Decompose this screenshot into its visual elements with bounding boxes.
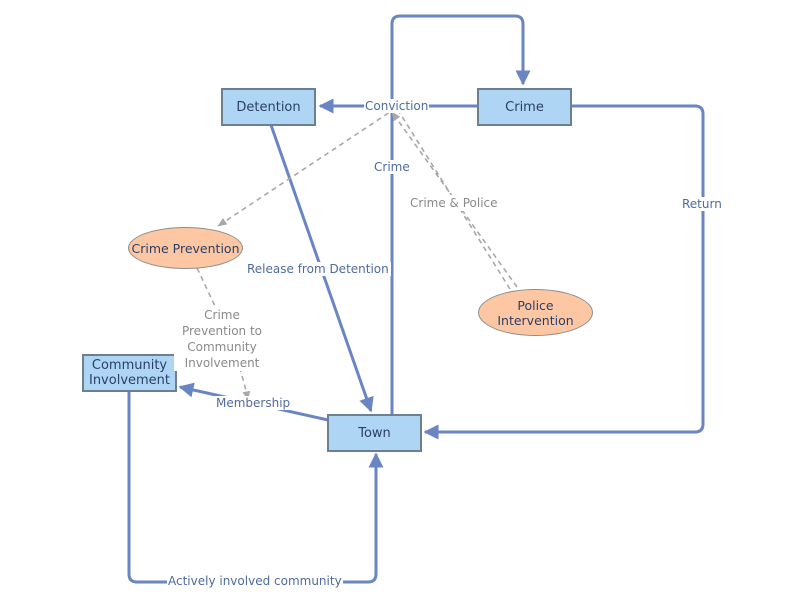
link-police-to-conviction-b: [397, 109, 511, 290]
variable-police-intervention[interactable]: Police Intervention: [478, 289, 593, 336]
link-prevention-to-membership: [196, 267, 251, 401]
variable-crime-prevention[interactable]: Crime Prevention: [128, 227, 243, 269]
variable-police-intervention-label: Police Intervention: [497, 297, 574, 328]
flow-return: [423, 104, 705, 440]
stock-crime[interactable]: Crime: [477, 88, 572, 126]
flow-label-active: Actively involved community: [167, 574, 343, 588]
stock-detention[interactable]: Detention: [221, 88, 316, 126]
stock-community-label: Community Involvement: [88, 358, 171, 388]
stock-town-label: Town: [358, 425, 391, 441]
link-label-crime-police: Crime & Police: [410, 195, 498, 211]
flow-label-release: Release from Detention: [246, 262, 391, 276]
flow-label-membership: Membership: [215, 396, 292, 410]
stock-detention-label: Detention: [236, 99, 301, 115]
flow-crime-loop: [390, 14, 531, 440]
variable-crime-prevention-label: Crime Prevention: [131, 240, 240, 256]
link-label-prevention-to-community: Crime Prevention to Community Involvemen…: [174, 307, 270, 371]
flow-label-crime: Crime: [373, 160, 411, 174]
stock-town[interactable]: Town: [327, 414, 422, 452]
stock-community-involvement[interactable]: Community Involvement: [82, 354, 177, 392]
stock-crime-label: Crime: [505, 99, 544, 115]
flow-label-return: Return: [681, 197, 723, 211]
flow-label-conviction: Conviction: [364, 99, 430, 113]
